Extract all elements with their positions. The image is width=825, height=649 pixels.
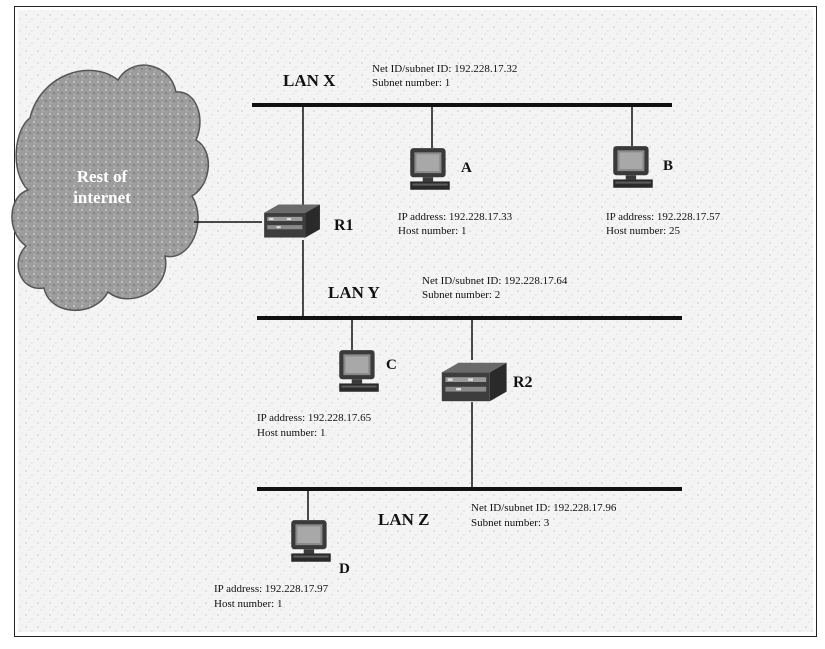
- lan-z-subnet: Subnet number: 3: [471, 517, 550, 529]
- lan-x-label: LAN X: [283, 71, 336, 90]
- cloud-label-line1: Rest of: [77, 167, 128, 186]
- router-r1-label: R1: [334, 217, 354, 234]
- host-d-label: D: [339, 561, 350, 577]
- host-c-label: C: [386, 357, 397, 373]
- lan-y-net-id: Net ID/subnet ID: 192.228.17.64: [422, 275, 568, 287]
- lan-y-subnet: Subnet number: 2: [422, 289, 500, 301]
- internet-cloud: Rest of internet: [11, 64, 210, 312]
- host-c-host-number: Host number: 1: [257, 427, 325, 439]
- host-c: C IP address: 192.228.17.65 Host number:…: [257, 350, 397, 439]
- lan-z-label: LAN Z: [378, 510, 429, 529]
- computer-icon: [613, 146, 653, 188]
- diagram-frame: [14, 6, 817, 636]
- lan-y-bus: [257, 316, 682, 320]
- host-d-host-number: Host number: 1: [214, 598, 282, 610]
- host-a-host-number: Host number: 1: [398, 225, 466, 237]
- host-b: B IP address: 192.228.17.57 Host number:…: [606, 146, 721, 237]
- computer-icon: [339, 350, 379, 392]
- router-icon: [441, 362, 507, 402]
- host-b-ip: IP address: 192.228.17.57: [606, 211, 721, 223]
- host-a-ip: IP address: 192.228.17.33: [398, 211, 513, 223]
- host-b-label: B: [663, 158, 673, 174]
- lan-z-net-id: Net ID/subnet ID: 192.228.17.96: [471, 502, 617, 514]
- cloud-label-line2: internet: [73, 188, 131, 207]
- lan-y: LAN Y Net ID/subnet ID: 192.228.17.64 Su…: [257, 275, 682, 320]
- router-icon: [264, 204, 320, 238]
- computer-icon: [410, 148, 450, 190]
- host-d-ip: IP address: 192.228.17.97: [214, 583, 329, 595]
- lan-x-subnet: Subnet number: 1: [372, 77, 450, 89]
- router-r2-label: R2: [513, 374, 533, 391]
- host-a-label: A: [461, 160, 472, 176]
- lan-z-bus: [257, 487, 682, 491]
- host-c-ip: IP address: 192.228.17.65: [257, 412, 372, 424]
- computer-icon: [291, 520, 331, 562]
- lan-y-label: LAN Y: [328, 283, 380, 302]
- frame-bottom-border: [14, 636, 817, 637]
- router-r2: R2: [441, 362, 533, 402]
- lan-x: LAN X Net ID/subnet ID: 192.228.17.32 Su…: [252, 63, 672, 107]
- host-a: A IP address: 192.228.17.33 Host number:…: [398, 148, 513, 237]
- host-b-host-number: Host number: 25: [606, 225, 680, 237]
- host-d: D IP address: 192.228.17.97 Host number:…: [214, 520, 350, 610]
- lan-x-net-id: Net ID/subnet ID: 192.228.17.32: [372, 63, 517, 75]
- lan-z: LAN Z Net ID/subnet ID: 192.228.17.96 Su…: [257, 487, 682, 529]
- connection-lines: [194, 107, 633, 520]
- router-r1: R1: [264, 204, 354, 238]
- lan-x-bus: [252, 103, 672, 107]
